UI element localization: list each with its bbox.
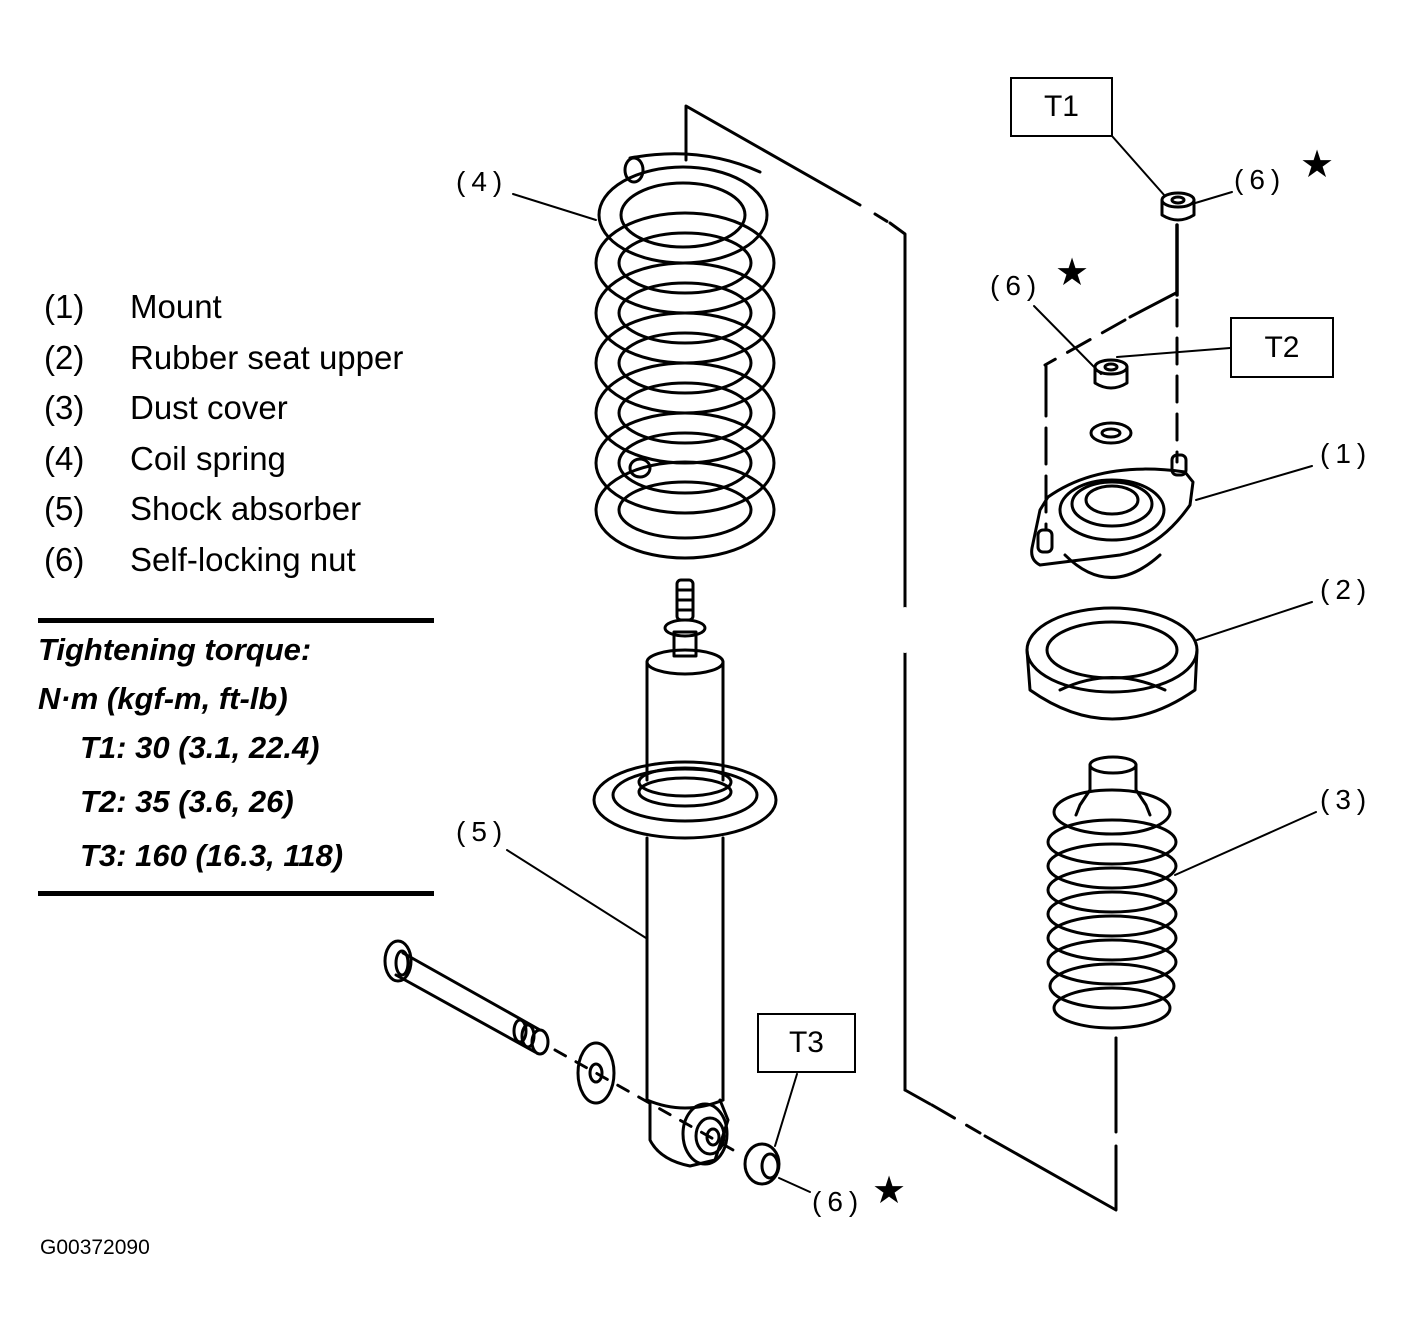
legend-item: (6) Self-locking nut [44,535,403,586]
callout-5: (5) [456,816,509,847]
legend-number: (2) [44,338,85,376]
mounting-bolt [383,939,550,1056]
torque-value-t1: T1: 30 (3.1, 22.4) [80,730,320,765]
legend-item: (1) Mount [44,282,403,333]
torque-spec-block: Tightening torque: N·m (kgf-m, ft-lb) T1… [38,618,434,896]
legend-number: (3) [44,389,85,426]
legend-label: Dust cover [130,389,288,426]
legend-label: Self-locking nut [130,540,356,578]
star-icon: ★ [1300,144,1335,186]
self-locking-nut-mid [1089,358,1133,445]
coil-spring [594,152,776,560]
torque-value-t2: T2: 35 (3.6, 26) [80,784,294,819]
torque-box-t2: T2 [1230,317,1334,378]
self-locking-nut-bottom [743,1142,781,1186]
callout-1: (1) [1320,438,1373,469]
leader-lines [506,135,1317,1193]
torque-value-t3: T3: 160 (16.3, 118) [80,838,344,873]
legend-item: (2) Rubber seat upper [44,333,403,384]
legend-label: Shock absorber [130,490,362,527]
self-locking-nut-top [1160,191,1196,222]
callout-6-bottom: (6) [812,1186,865,1217]
dust-cover [1046,755,1178,1030]
callout-6-top: (6) [1234,164,1287,195]
strut-mount [1030,453,1195,579]
parts-legend: (1) Mount (2) Rubber seat upper (3) Dust co… [44,282,403,585]
assembly-guide-lines [553,104,1179,1212]
legend-label: Mount [130,288,222,325]
legend-item: (5) Shock absorber [44,484,403,535]
rubber-seat-upper [1025,606,1199,721]
callout-3: (3) [1320,784,1373,815]
legend-number: (4) [44,439,85,477]
figure-id: G00372090 [40,1236,150,1259]
divider-top [38,618,434,623]
torque-units: N·m (kgf-m, ft-lb) [38,681,288,716]
callout-6-mid: (6) [990,270,1043,301]
callout-4: (4) [456,166,509,197]
torque-box-t3: T3 [757,1013,856,1073]
torque-box-t1: T1 [1010,77,1113,137]
legend-label: Coil spring [130,439,286,477]
star-icon: ★ [1055,252,1090,294]
legend-item: (4) Coil spring [44,434,403,485]
legend-label: Rubber seat upper [130,338,404,376]
shock-absorber [592,578,778,1168]
legend-item: (3) Dust cover [44,383,403,434]
divider-bottom [38,891,434,896]
washer [576,1041,616,1105]
torque-title: Tightening torque: [38,632,312,667]
star-icon: ★ [872,1170,907,1212]
legend-number: (1) [44,288,85,325]
callout-2: (2) [1320,574,1373,605]
legend-number: (6) [44,540,85,578]
legend-number: (5) [44,490,85,527]
